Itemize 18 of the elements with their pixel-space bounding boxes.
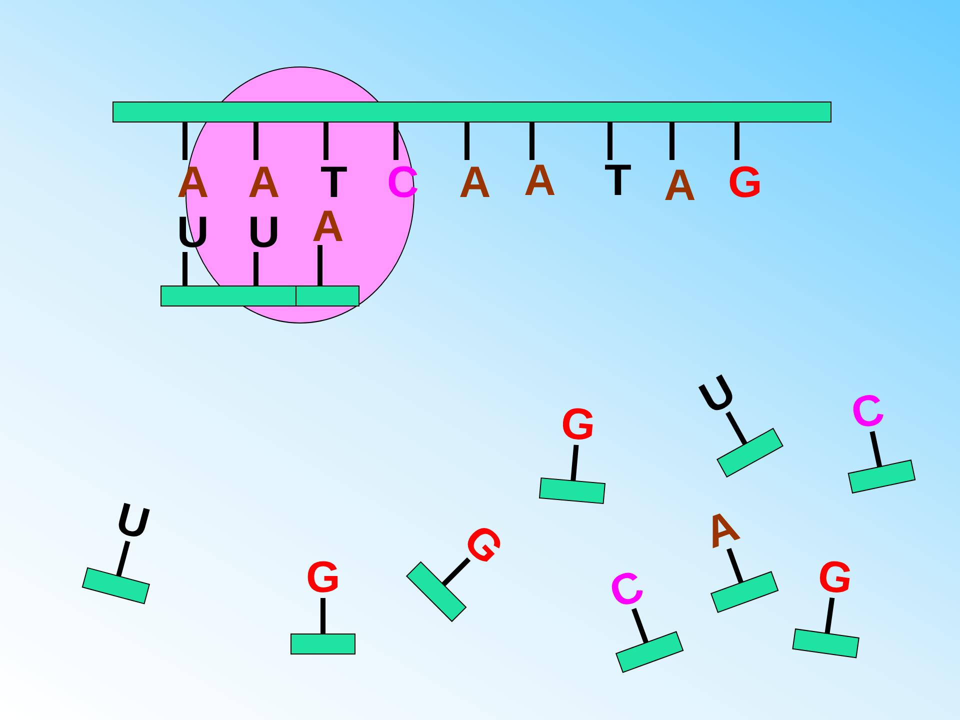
- base-letter: A: [699, 504, 744, 556]
- base-letter: T: [604, 159, 632, 203]
- base-letter: A: [459, 161, 491, 205]
- base-letter: G: [306, 556, 340, 600]
- base-letter: G: [815, 554, 856, 602]
- base-letter: C: [604, 564, 650, 616]
- base-letter: G: [728, 161, 762, 205]
- base-letter: A: [312, 205, 344, 249]
- base-letter: G: [455, 517, 511, 573]
- base-letter: C: [848, 387, 888, 437]
- base-letter: A: [524, 159, 556, 203]
- base-letter: G: [559, 402, 598, 448]
- base-letter: A: [664, 164, 696, 208]
- base-letter: U: [693, 368, 742, 422]
- base-letter: U: [112, 496, 154, 548]
- base-letter: T: [320, 161, 348, 205]
- base-letter: A: [248, 161, 280, 205]
- base-letter: U: [248, 211, 280, 255]
